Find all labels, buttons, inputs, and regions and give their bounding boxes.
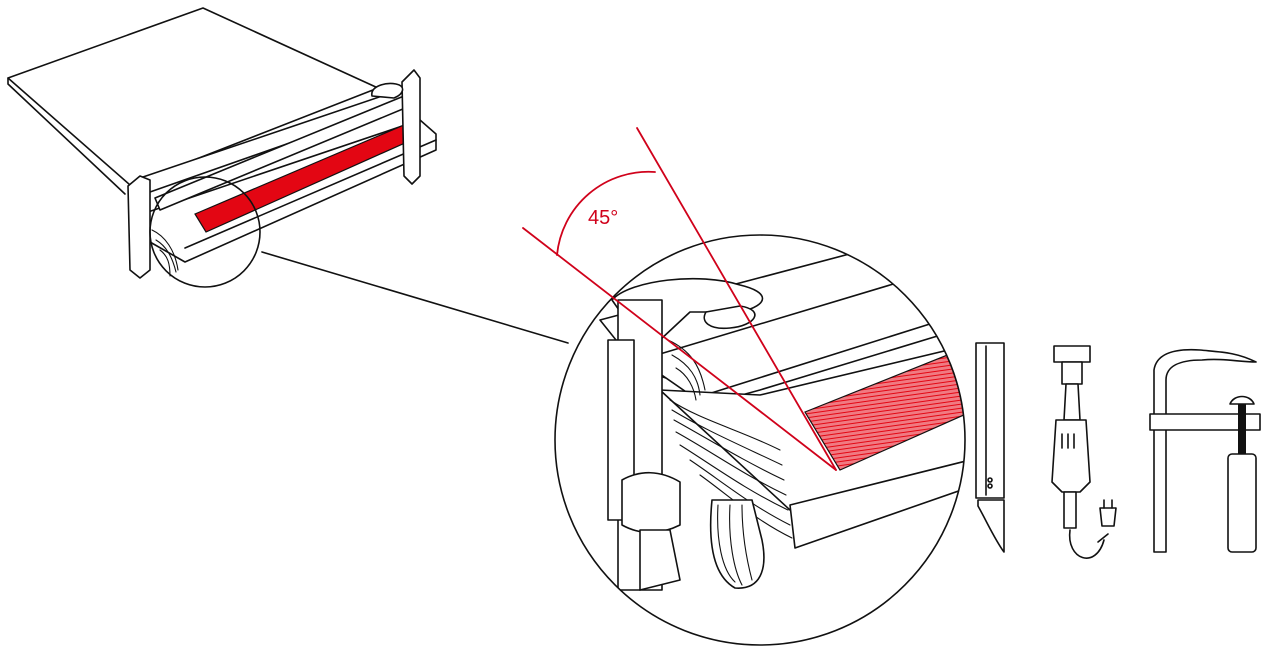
overview-clamp-right: [371, 69, 421, 185]
knife-icon: [975, 342, 1005, 553]
overview-clamp-left: [127, 175, 151, 279]
angle-guide: 45°: [522, 127, 837, 471]
clamp-icon: [1149, 348, 1261, 553]
detail-edge-banding-red: [804, 345, 965, 471]
overview-board-illustration: [7, 7, 437, 288]
electric-iron-icon: [1051, 345, 1117, 559]
detail-magnified-view: 45°: [522, 127, 966, 646]
zoom-connector-line: [261, 251, 569, 344]
detail-zoom-circle: [149, 176, 261, 288]
angle-label: 45°: [588, 207, 618, 229]
detail-clamp: [607, 277, 765, 591]
